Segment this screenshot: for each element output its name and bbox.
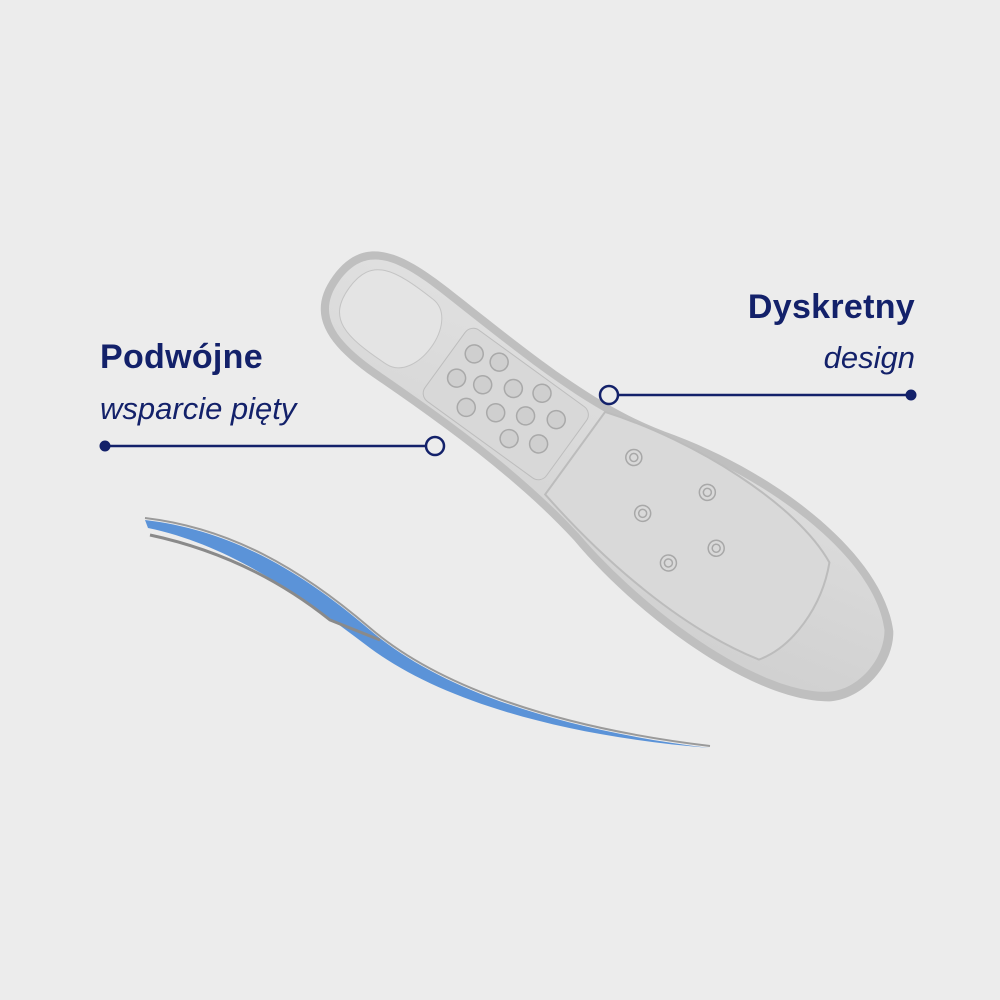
callout-line-right (598, 384, 917, 406)
callout-subtitle-heel-support: wsparcie pięty (100, 391, 297, 426)
insole-side-profile (144, 517, 711, 748)
insole-top-view (320, 251, 894, 702)
callout-line-left (99, 435, 446, 457)
callout-title-discreet: Dyskretny (747, 288, 915, 326)
callout-subtitle-design: design (823, 340, 915, 375)
callout-title-heel-support: Podwójne (100, 338, 263, 376)
